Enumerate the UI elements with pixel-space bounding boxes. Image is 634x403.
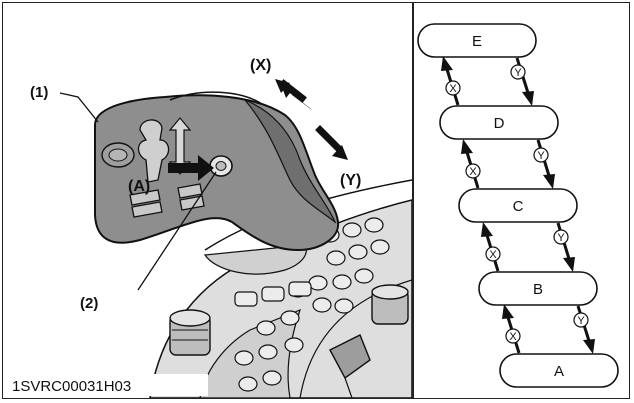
- x-marker-2: X: [465, 163, 481, 179]
- lever-side-face: [244, 99, 336, 223]
- svg-text:X: X: [489, 249, 497, 261]
- y-marker-3: Y: [553, 229, 569, 245]
- knob-right: [371, 284, 409, 325]
- up-arrow-a-b: [502, 304, 521, 354]
- state-box-a: A: [499, 353, 619, 388]
- y-marker-4: Y: [573, 312, 589, 328]
- panel-divider: [412, 2, 414, 399]
- lever-slot: [137, 119, 170, 183]
- callout-press-direction: (A): [128, 178, 150, 195]
- figure-code: 1SVRC00031H03: [12, 378, 131, 395]
- leader-line-1: [59, 92, 99, 123]
- callout-lever: (1): [30, 84, 48, 101]
- svg-text:Y: Y: [514, 67, 522, 79]
- state-label-e: E: [472, 33, 482, 50]
- switch-lower: [329, 334, 371, 398]
- y-marker-1: Y: [510, 64, 526, 80]
- direction-arrow-y: [315, 125, 348, 160]
- lever-updown-icon: [168, 117, 192, 175]
- callout-button: (2): [80, 295, 98, 312]
- x-marker-4: X: [505, 328, 521, 344]
- direction-arrow-x: [275, 79, 312, 110]
- svg-text:Y: Y: [577, 315, 585, 327]
- up-arrow-b-c: [481, 222, 500, 272]
- up-arrow-d-e: [441, 56, 460, 106]
- lever-base: [203, 244, 307, 275]
- callout-dir-y: (Y): [340, 172, 361, 189]
- knob-left: [169, 309, 211, 356]
- svg-text:X: X: [469, 166, 477, 178]
- leader-line-2: [137, 171, 217, 291]
- down-arrow-d-c: [536, 139, 555, 189]
- up-arrow-c-d: [461, 139, 480, 189]
- lever-top-ridge: [169, 91, 263, 105]
- state-label-d: D: [494, 115, 505, 132]
- press-arrow: [168, 155, 214, 181]
- svg-text:Y: Y: [537, 150, 545, 162]
- x-marker-1: X: [445, 80, 461, 96]
- figure-code-backdrop: [8, 374, 208, 396]
- state-box-c: C: [458, 188, 578, 223]
- y-marker-2: Y: [533, 147, 549, 163]
- svg-text:X: X: [449, 83, 457, 95]
- lever-button: [209, 155, 233, 177]
- state-label-a: A: [554, 363, 564, 380]
- state-label-c: C: [513, 198, 524, 215]
- callout-dir-x: (X): [250, 57, 271, 74]
- state-box-b: B: [478, 271, 598, 306]
- state-box-d: D: [439, 105, 559, 140]
- x-marker-3: X: [485, 246, 501, 262]
- svg-text:Y: Y: [557, 232, 565, 244]
- svg-text:X: X: [509, 331, 517, 343]
- state-label-b: B: [533, 281, 543, 298]
- state-box-e: E: [417, 23, 537, 58]
